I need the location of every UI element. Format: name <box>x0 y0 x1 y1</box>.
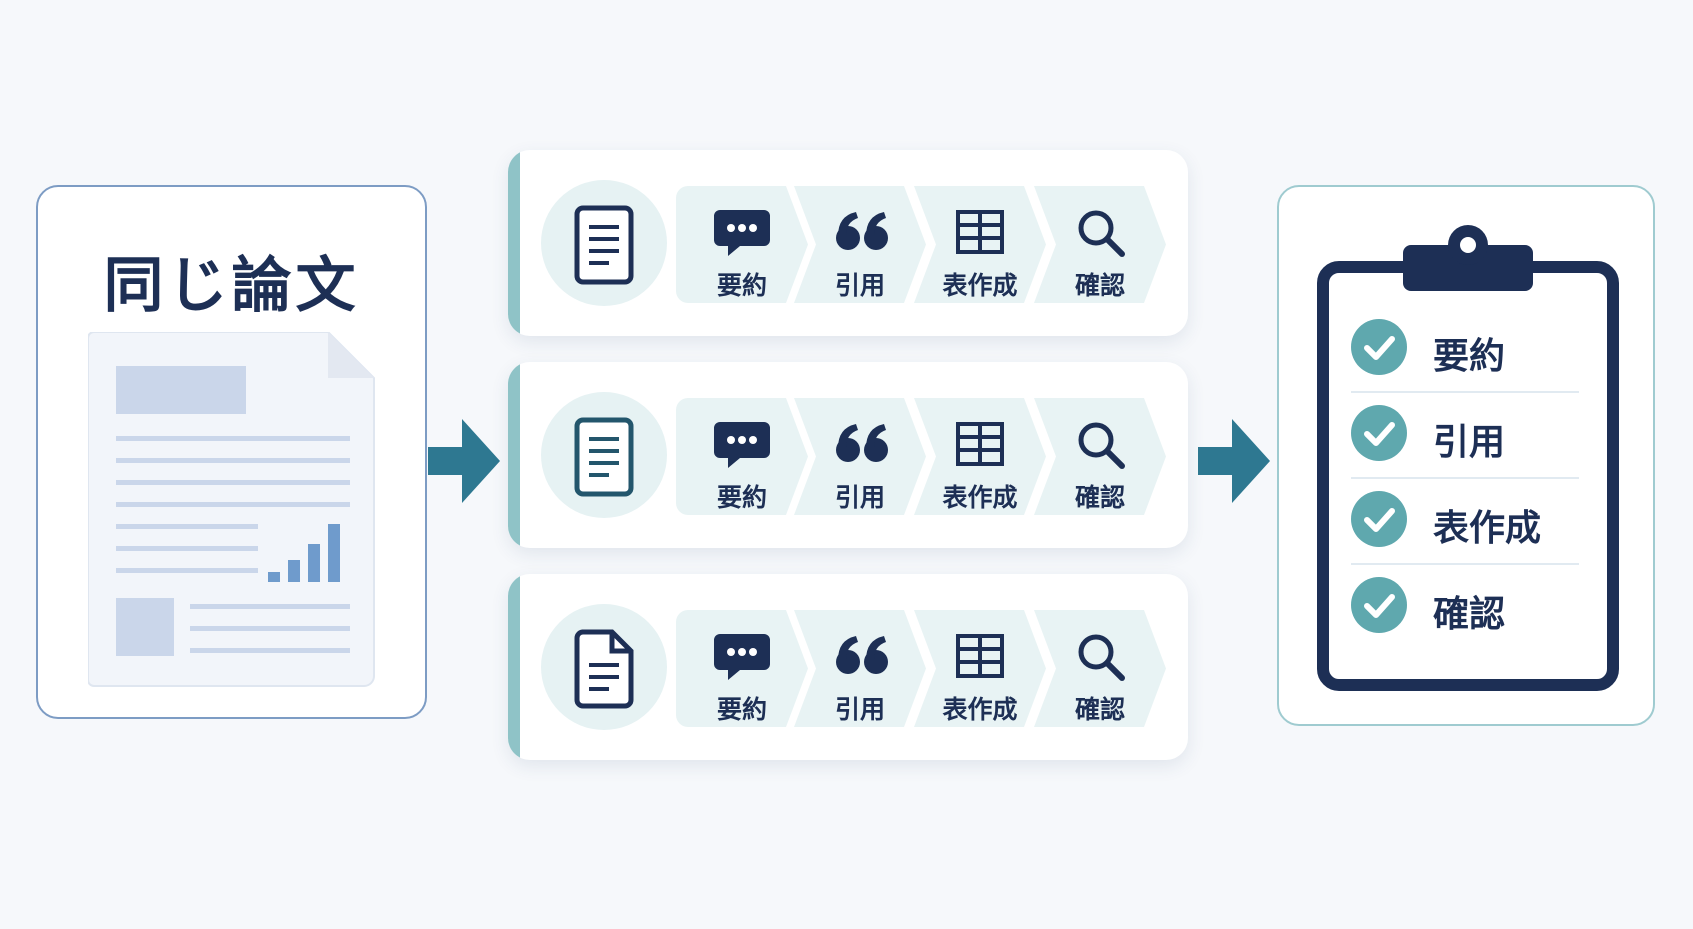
result-item-summary: 要約 <box>1351 315 1591 379</box>
divider <box>1351 391 1579 393</box>
step-verify-label: 確認 <box>1074 271 1125 300</box>
step-verify-label: 確認 <box>1074 483 1125 512</box>
quote-icon <box>836 636 888 674</box>
document-icon <box>574 629 634 709</box>
result-item-citation: 引用 <box>1351 401 1591 465</box>
result-item-label: 確認 <box>1433 594 1506 635</box>
document-icon <box>574 205 634 285</box>
document-icon-badge <box>541 392 667 518</box>
check-icon <box>1351 491 1407 547</box>
step-chevron <box>794 398 926 515</box>
result-item-verify: 確認 <box>1351 573 1591 637</box>
step-citation-label: 引用 <box>834 695 885 724</box>
clipboard-icon <box>1317 225 1619 691</box>
row-accent <box>508 150 520 336</box>
result-card: 要約 引用 表作成 確認 <box>1277 185 1655 726</box>
result-item-label: 表作成 <box>1433 508 1542 549</box>
divider <box>1351 563 1579 565</box>
arrow-right-icon <box>428 419 500 503</box>
speech-bubble-icon <box>714 210 770 256</box>
step-table-label: 表作成 <box>942 483 1018 512</box>
step-table-label: 表作成 <box>942 695 1018 724</box>
step-citation-label: 引用 <box>834 483 885 512</box>
quote-icon <box>836 212 888 250</box>
divider <box>1351 477 1579 479</box>
document-icon-badge <box>541 604 667 730</box>
speech-bubble-icon <box>714 422 770 468</box>
check-icon <box>1351 577 1407 633</box>
arrow-right-icon <box>1198 419 1270 503</box>
result-item-label: 要約 <box>1433 336 1506 377</box>
step-summary-label: 要約 <box>716 695 767 724</box>
step-table-label: 表作成 <box>942 271 1018 300</box>
step-chain: 要約 引用 表作成 確認 <box>676 398 1176 515</box>
speech-bubble-icon <box>714 634 770 680</box>
check-icon <box>1351 319 1407 375</box>
row-accent <box>508 362 520 548</box>
step-summary-label: 要約 <box>716 271 767 300</box>
step-chain: 要約 引用 表作成 確認 <box>676 186 1176 303</box>
magnifier-icon <box>1078 210 1125 257</box>
workflow-row: 要約 引用 表作成 確認 <box>508 362 1188 548</box>
step-citation-label: 引用 <box>834 271 885 300</box>
step-verify-label: 確認 <box>1074 695 1125 724</box>
source-paper-card: 同じ論文 <box>36 185 427 719</box>
step-chevrons <box>676 398 1166 515</box>
step-chevron <box>794 186 926 303</box>
table-icon <box>956 422 1004 466</box>
row-accent <box>508 574 520 760</box>
result-item-label: 引用 <box>1433 422 1506 463</box>
document-icon <box>88 332 375 687</box>
table-icon <box>956 210 1004 254</box>
magnifier-icon <box>1078 634 1125 681</box>
step-chevron <box>794 610 926 727</box>
result-item-table: 表作成 <box>1351 487 1591 551</box>
document-icon <box>574 417 634 497</box>
step-summary-label: 要約 <box>716 483 767 512</box>
table-icon <box>956 634 1004 678</box>
document-icon-badge <box>541 180 667 306</box>
quote-icon <box>836 424 888 462</box>
workflow-row: 要約 引用 表作成 確認 <box>508 574 1188 760</box>
step-chain: 要約 引用 表作成 確認 <box>676 610 1176 727</box>
source-title: 同じ論文 <box>103 251 360 321</box>
workflow-row: 要約 引用 表作成 確認 <box>508 150 1188 336</box>
magnifier-icon <box>1078 422 1125 469</box>
check-icon <box>1351 405 1407 461</box>
